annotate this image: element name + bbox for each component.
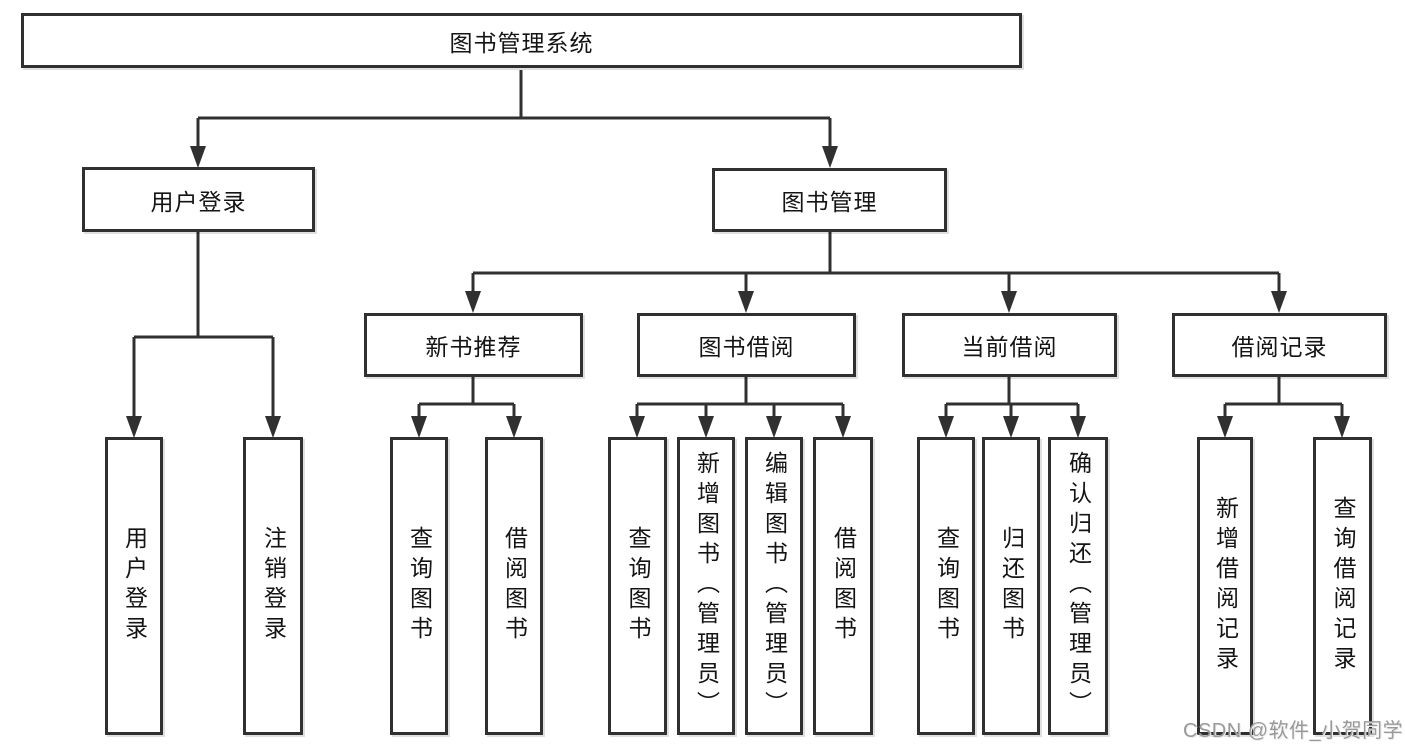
arrowhead-user-login-leaf (126, 416, 142, 438)
connector-root-branch (196, 70, 832, 147)
node-cb-return-books: 归还图书 (982, 437, 1040, 735)
arrowhead-nb-query-books (411, 416, 427, 438)
node-book-borrowing: 图书借阅 (637, 313, 856, 377)
connector-borrow-records-branch (1223, 377, 1344, 418)
arrowhead-nb-borrow-books (506, 416, 522, 438)
arrowhead-bb-query-books (629, 416, 645, 438)
node-borrowing-records: 借阅记录 (1172, 313, 1387, 377)
node-bb-edit-books-admin: 编辑图书（管理员） (745, 437, 803, 735)
arrowhead-new-book-recommendation (465, 291, 481, 313)
connector-new-book-branch (417, 377, 516, 418)
arrowhead-bb-borrow-books (835, 416, 851, 438)
node-user-login: 用户登录 (82, 167, 315, 232)
arrowhead-book-borrowing (738, 291, 754, 313)
connector-user-login-branch (132, 232, 275, 417)
arrowhead-cb-confirm-return (1070, 416, 1086, 438)
connector-book-borrow-branch (635, 377, 845, 418)
arrowhead-logout-leaf (265, 416, 281, 438)
arrowhead-bb-add-books (698, 416, 714, 438)
arrowhead-br-add-record (1217, 416, 1233, 438)
arrowhead-br-query-record (1334, 416, 1350, 438)
node-book-management: 图书管理 (712, 168, 947, 232)
node-br-query-borrow-record: 查询借阅记录 (1313, 437, 1372, 735)
arrowhead-current-borrowing (1001, 291, 1017, 313)
node-current-borrowing: 当前借阅 (902, 313, 1117, 377)
node-bb-borrow-books: 借阅图书 (813, 437, 873, 735)
node-cb-query-books: 查询图书 (917, 437, 975, 735)
node-br-add-borrow-record: 新增借阅记录 (1197, 437, 1253, 735)
arrowhead-cb-return-books (1003, 416, 1019, 438)
arrowhead-user-login (190, 146, 206, 168)
connector-book-management-branch (471, 232, 1281, 293)
node-nb-query-books: 查询图书 (390, 437, 448, 735)
arrowhead-bb-edit-books (766, 416, 782, 438)
node-library-management-system: 图书管理系统 (21, 13, 1022, 68)
node-new-book-recommendation: 新书推荐 (364, 313, 583, 377)
arrowhead-borrowing-records (1271, 291, 1287, 313)
node-user-login-leaf: 用户登录 (105, 437, 163, 735)
csdn-watermark: CSDN @软件_小贺同学 (1183, 720, 1404, 742)
connector-current-borrow-branch (944, 377, 1080, 418)
node-nb-borrow-books: 借阅图书 (485, 437, 543, 735)
arrowhead-book-management (822, 146, 838, 168)
node-logout-leaf: 注销登录 (243, 437, 303, 735)
node-cb-confirm-return-admin: 确认归还（管理员） (1048, 437, 1108, 735)
node-bb-add-books-admin: 新增图书（管理员） (677, 437, 735, 735)
node-bb-query-books: 查询图书 (608, 437, 667, 735)
arrowhead-cb-query-books (938, 416, 954, 438)
